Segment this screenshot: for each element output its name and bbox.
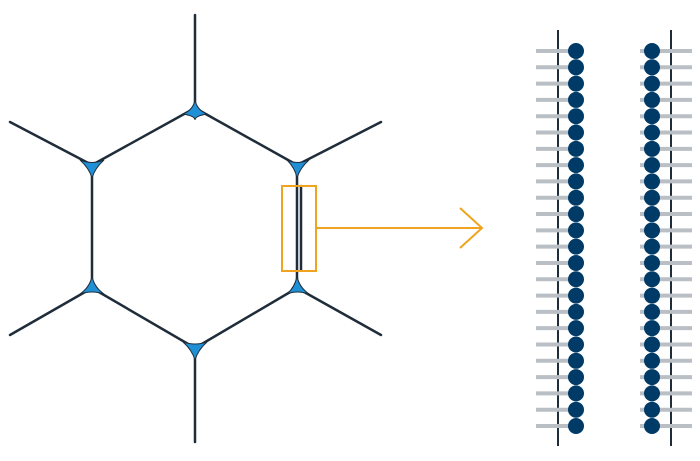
surfactant-head bbox=[644, 385, 660, 402]
surfactant-head bbox=[644, 271, 660, 288]
zoom-region-box bbox=[281, 185, 317, 272]
surfactant-head bbox=[568, 59, 584, 76]
cell-edge bbox=[90, 106, 197, 167]
surfactant-head bbox=[644, 157, 660, 174]
surfactant-head bbox=[644, 320, 660, 337]
surfactant-head bbox=[644, 303, 660, 320]
surfactant-head bbox=[644, 108, 660, 125]
surfactant-head bbox=[644, 59, 660, 76]
plateau-border-junction bbox=[286, 275, 310, 295]
surfactant-head bbox=[568, 43, 584, 59]
surfactant-head bbox=[644, 75, 660, 92]
surfactant-head bbox=[644, 238, 660, 255]
zoom-indicator bbox=[281, 185, 484, 272]
plateau-border-junction bbox=[286, 159, 310, 179]
surfactant-head bbox=[568, 352, 584, 369]
surfactant-head bbox=[568, 124, 584, 141]
surfactant-head bbox=[644, 124, 660, 141]
surfactant-head bbox=[568, 157, 584, 174]
surfactant-head bbox=[568, 401, 584, 418]
surfactant-head bbox=[568, 369, 584, 386]
plateau-border-junction bbox=[181, 99, 209, 121]
surfactant-head bbox=[568, 336, 584, 353]
arrow-right-icon bbox=[316, 207, 484, 249]
surfactant-head bbox=[644, 352, 660, 369]
surfactant-head bbox=[568, 287, 584, 304]
surfactant-head bbox=[644, 43, 660, 59]
surfactant-head bbox=[644, 173, 660, 190]
surfactant-head bbox=[644, 206, 660, 223]
cell-edge bbox=[90, 286, 197, 350]
surfactant-head bbox=[568, 189, 584, 206]
surfactant-head bbox=[568, 173, 584, 190]
cell-edge bbox=[193, 286, 299, 350]
surfactant-head bbox=[644, 189, 660, 206]
plateau-border-junction bbox=[79, 275, 105, 295]
surfactant-head bbox=[568, 222, 584, 239]
surfactant-head bbox=[568, 108, 584, 125]
surfactant-head bbox=[568, 140, 584, 157]
surfactant-head bbox=[568, 320, 584, 337]
surfactant-head bbox=[644, 369, 660, 386]
surfactant-head bbox=[568, 271, 584, 288]
surfactant-head bbox=[568, 385, 584, 402]
outer-edge bbox=[295, 286, 383, 337]
surfactant-head bbox=[644, 287, 660, 304]
surfactant-head bbox=[644, 418, 660, 434]
foam-network bbox=[8, 13, 383, 444]
surfactant-head bbox=[568, 91, 584, 108]
surfactant-head bbox=[644, 91, 660, 108]
outer-edge bbox=[8, 120, 94, 167]
surfactant-head bbox=[568, 303, 584, 320]
left-monolayer bbox=[536, 30, 584, 446]
outer-edge bbox=[8, 286, 94, 337]
surfactant-head bbox=[568, 75, 584, 92]
plateau-border-junction bbox=[182, 341, 208, 362]
surfactant-head bbox=[644, 254, 660, 271]
surfactant-head bbox=[568, 206, 584, 223]
cell-edge bbox=[193, 106, 299, 167]
surfactant-head bbox=[568, 418, 584, 434]
surfactant-head bbox=[568, 238, 584, 255]
plateau-border-junction bbox=[79, 159, 105, 180]
surfactant-head bbox=[644, 401, 660, 418]
right-monolayer bbox=[640, 30, 692, 446]
surfactant-head bbox=[568, 254, 584, 271]
outer-edge bbox=[295, 120, 383, 167]
surfactant-head bbox=[644, 222, 660, 239]
surfactant-head bbox=[644, 336, 660, 353]
surfactant-head bbox=[644, 140, 660, 157]
